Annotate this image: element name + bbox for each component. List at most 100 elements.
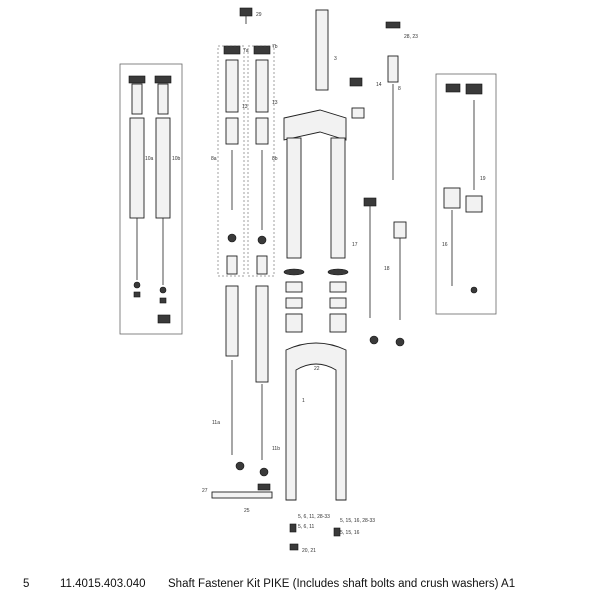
seal-ring-1-right xyxy=(327,268,349,276)
damper-base-left xyxy=(226,255,238,275)
callout-22: 22 xyxy=(314,366,320,372)
callout-10a: 10a xyxy=(145,156,154,162)
air-shaft-group: 17 18 xyxy=(352,197,407,347)
top-cap-part xyxy=(239,7,253,17)
damper-sleeve-right xyxy=(255,117,269,145)
left-assembly-frame xyxy=(119,63,183,335)
damper-cap-left xyxy=(223,45,241,55)
air-piston-right xyxy=(393,221,407,239)
air-spring-nut xyxy=(470,286,478,294)
bolt-bottom xyxy=(289,543,299,551)
bushing-3-right xyxy=(329,313,347,333)
callout-16: 16 xyxy=(442,242,448,248)
bushing-2-right xyxy=(329,297,347,309)
top-cap-right xyxy=(154,75,172,84)
damper-right-column: 7b 13 8b xyxy=(247,44,278,277)
top-cap-left xyxy=(128,75,146,84)
callout-ref-b: 28, 23 xyxy=(404,34,418,40)
stanchion-right xyxy=(330,137,346,259)
axle-group: 27 25 xyxy=(202,488,273,514)
shaft-nut-right xyxy=(159,286,167,294)
bolt-left xyxy=(289,523,297,533)
stanchion-left xyxy=(286,137,302,259)
right-air-spring-group: 19 16 xyxy=(435,73,497,315)
damper-body-right xyxy=(255,59,269,113)
lower-nut-right xyxy=(259,467,269,477)
callout-27: 27 xyxy=(202,488,208,494)
spring-housing-right xyxy=(157,83,169,115)
callout-13-left: 13 xyxy=(242,104,248,110)
crown xyxy=(283,109,347,141)
damper-sleeve-left xyxy=(225,117,239,145)
callout-7a: 7a xyxy=(243,48,249,54)
callout-8-right: 8 xyxy=(398,86,401,92)
right-assembly-frame xyxy=(435,73,497,315)
damper-piston-left xyxy=(227,233,237,243)
lower-shaft-group: 11a 11b xyxy=(212,285,280,491)
damper-left-column: 7a 13 8a xyxy=(211,45,249,277)
air-spring-piston xyxy=(443,187,461,209)
damper-knob xyxy=(387,55,399,83)
rebound-spacer xyxy=(351,107,365,119)
lower-nut-left xyxy=(235,461,245,471)
callout-8a: 8a xyxy=(211,156,217,162)
footer-row: 5 11.4015.403.040 Shaft Fastener Kit PIK… xyxy=(0,578,600,596)
shaft-bolt-right xyxy=(159,297,167,304)
callout-18: 18 xyxy=(384,266,390,272)
bushing-2-left xyxy=(285,297,303,309)
callout-1: 1 xyxy=(302,398,305,404)
item-number: 5 xyxy=(23,578,30,590)
top-cap-group: 29 xyxy=(239,7,262,24)
bushing-3-left xyxy=(285,313,303,333)
part-number: 11.4015.403.040 xyxy=(60,578,146,590)
callout-17: 17 xyxy=(352,242,358,248)
air-top-cap-right xyxy=(465,83,483,95)
damper-piston-right xyxy=(257,235,267,245)
spring-tube-right xyxy=(155,117,171,219)
lower-leg-casting xyxy=(285,342,347,501)
callout-29: 29 xyxy=(256,12,262,18)
callout-7b: 7b xyxy=(272,44,278,50)
exploded-parts-diagram: 10a 10b 29 7a 13 8a 7b 13 8b xyxy=(119,7,497,554)
seal-ring-1-left xyxy=(283,268,305,276)
callout-11a: 11a xyxy=(212,420,220,426)
bottom-bolts-group: 5, 6, 11, 28-33 5, 6, 11 5, 15, 16, 28-3… xyxy=(289,514,375,554)
callout-ref-f: 5, 6, 11 xyxy=(298,524,315,530)
callout-11b: 11b xyxy=(272,446,280,452)
lower-tube-left xyxy=(225,285,239,357)
shaft-nut-left xyxy=(133,281,141,289)
spring-housing-left xyxy=(131,83,143,115)
rebound-knob xyxy=(349,77,363,87)
callout-ref-e: 5, 6, 11, 28-33 xyxy=(298,514,330,520)
spring-tube-left xyxy=(129,117,145,219)
part-description: Shaft Fastener Kit PIKE (Includes shaft … xyxy=(168,578,516,590)
left-spring-assembly-group: 10a 10b xyxy=(119,63,183,335)
callout-19: 19 xyxy=(480,176,486,182)
callout-3-steerer: 3 xyxy=(334,56,337,62)
damper-top-cap xyxy=(385,21,401,29)
lower-bolt-right xyxy=(257,483,271,491)
damper-cap-right xyxy=(253,45,271,55)
bushing-1-right xyxy=(329,281,347,293)
bushing-1-left xyxy=(285,281,303,293)
callout-25: 25 xyxy=(244,508,250,514)
bottom-fitting-right xyxy=(157,314,171,324)
air-cap-left xyxy=(363,197,377,207)
bolt-right xyxy=(333,527,341,537)
callout-8b: 8b xyxy=(272,156,278,162)
lower-leg-group: 1 22 xyxy=(285,342,347,501)
damper-right-frame xyxy=(247,45,275,277)
steerer-tube xyxy=(315,9,329,91)
damper-left-frame xyxy=(217,45,245,277)
callout-ref-c: 5, 15, 16, 28-33 xyxy=(340,518,375,524)
callout-14: 14 xyxy=(376,82,382,88)
shaft-bolt-left xyxy=(133,291,141,298)
callout-ref-d: 5, 15, 16 xyxy=(340,530,360,536)
callout-13-right: 13 xyxy=(272,100,278,106)
callout-10b: 10b xyxy=(172,156,181,162)
lower-tube-right xyxy=(255,285,269,383)
axle-shaft xyxy=(211,491,273,499)
crown-steerer-group: 3 xyxy=(283,9,347,259)
air-spring-seal xyxy=(465,195,483,213)
right-damper-group: 28, 23 8 14 xyxy=(349,21,418,180)
